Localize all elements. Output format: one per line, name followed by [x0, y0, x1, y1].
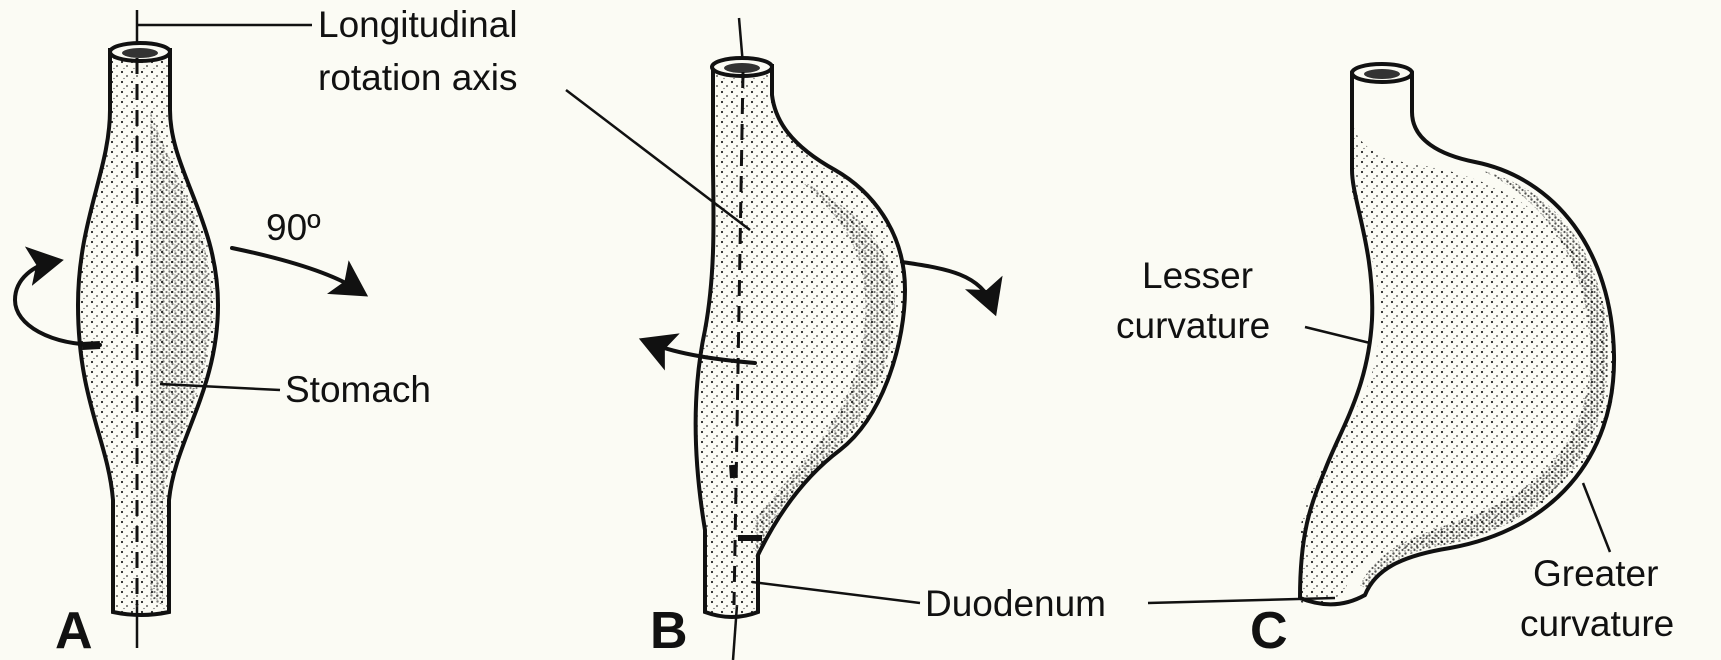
stomach-shade-a — [150, 110, 212, 605]
duodenum-leader-b — [752, 582, 920, 603]
greater-curvature-leader — [1583, 483, 1610, 552]
panel-b: B — [566, 18, 992, 660]
duodenum-label: Duodenum — [925, 583, 1106, 624]
rotation-axis-label: rotation axis — [318, 57, 518, 98]
rotation-arrow-right-b — [902, 262, 992, 305]
greater-curvature-label-2: curvature — [1520, 603, 1674, 644]
panel-label-b: B — [650, 602, 688, 660]
angle-label: 90º — [266, 207, 321, 248]
lesser-curvature-label-1: Lesser — [1142, 255, 1253, 296]
panel-label-a: A — [55, 602, 93, 660]
longitudinal-label: Longitudinal — [318, 4, 518, 45]
rotation-arrow-right-a — [232, 248, 358, 290]
greater-curvature-label-1: Greater — [1533, 553, 1658, 594]
lesser-curvature-label-2: curvature — [1116, 305, 1270, 346]
lesser-curvature-leader — [1305, 327, 1370, 343]
panel-label-c: C — [1250, 602, 1288, 660]
panel-a: 90º Stomach A — [15, 10, 431, 660]
stomach-label: Stomach — [285, 369, 431, 410]
